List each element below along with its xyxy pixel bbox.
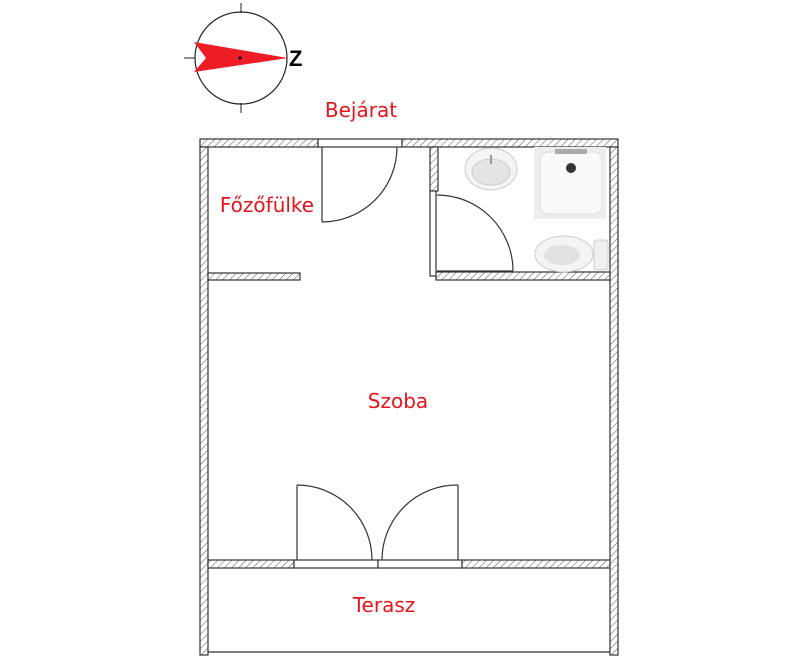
compass-north-letter: Z (289, 46, 302, 71)
label-entrance: Bejárat (325, 98, 397, 122)
bathroom-door (436, 194, 514, 272)
entrance-door (321, 146, 398, 223)
label-room: Szoba (368, 389, 428, 413)
shower-tray-icon (534, 147, 606, 219)
terrace-door-right (381, 484, 459, 561)
toilet-icon (534, 235, 609, 273)
wall-left (199, 146, 209, 656)
wall-top-right (401, 138, 619, 148)
compass: Z (184, 3, 302, 113)
wall-bathroom-bottom (435, 271, 611, 281)
wall-top-left (199, 138, 319, 148)
terrace-door-frame-left (293, 559, 379, 569)
sink-icon (464, 147, 518, 191)
wall-kitchen (207, 272, 301, 281)
wall-bathroom-left (429, 146, 439, 192)
label-terrace: Terasz (352, 593, 416, 617)
label-kitchenette: Főzőfülke (220, 193, 314, 217)
wall-terrace-right (461, 559, 611, 569)
wall-right (609, 146, 619, 656)
entrance-door-frame (317, 138, 403, 148)
walls (199, 138, 619, 656)
terrace-door-left (296, 484, 373, 561)
bathroom-door-frame (429, 190, 437, 277)
terrace-door-frame-right (377, 559, 463, 569)
compass-center (238, 56, 242, 60)
wall-terrace-left (207, 559, 295, 569)
